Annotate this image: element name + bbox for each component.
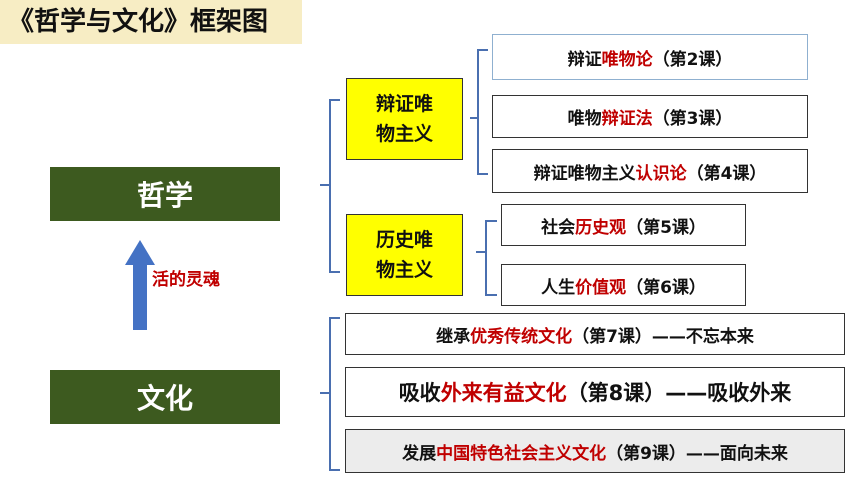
philosophy-bracket xyxy=(320,99,340,273)
dialectical-line2: 物主义 xyxy=(375,123,433,145)
lesson-box-4: 辩证唯物主义认识论（第4课） xyxy=(492,149,808,193)
lesson-box-2: 辩证唯物论（第2课） xyxy=(492,34,808,80)
lesson-7-red: 优秀传统文化 xyxy=(470,326,573,347)
lesson-2-post: （第2课） xyxy=(652,49,733,70)
lesson-4-post: （第4课） xyxy=(686,163,767,184)
culture-bracket xyxy=(320,317,340,471)
lesson-8-red: 外来有益文化 xyxy=(440,381,567,405)
lesson-8-pre: 吸收 xyxy=(398,381,441,405)
lesson-3-post: （第3课） xyxy=(652,109,733,129)
lesson-7-post: （第7课）——不忘本来 xyxy=(572,326,754,347)
lesson-8-post: （第8课）——吸收外来 xyxy=(566,381,792,405)
lesson-3-red: 辩证法 xyxy=(601,109,653,129)
historical-line1: 历史唯 xyxy=(375,229,433,251)
lesson-box-3: 唯物辩证法（第3课） xyxy=(492,95,808,138)
culture-box: 文化 xyxy=(50,370,280,424)
lesson-6-post: （第6课） xyxy=(626,277,706,298)
lesson-2-red: 唯物论 xyxy=(601,49,653,70)
lesson-box-8: 吸收外来有益文化（第8课）——吸收外来 xyxy=(345,367,845,417)
historical-bracket xyxy=(476,220,497,296)
lesson-box-6: 人生价值观（第6课） xyxy=(501,264,746,306)
lesson-5-post: （第5课） xyxy=(626,217,706,238)
lesson-6-red: 价值观 xyxy=(575,277,627,298)
lesson-5-red: 历史观 xyxy=(575,217,627,238)
lesson-2-pre: 辩证 xyxy=(567,49,602,70)
lesson-7-pre: 继承 xyxy=(436,326,471,347)
dialectical-bracket xyxy=(470,49,488,175)
lesson-9-post: （第9课）——面向未来 xyxy=(606,443,788,464)
dialectical-materialism-box: 辩证唯物主义 xyxy=(346,78,463,160)
lesson-box-5: 社会历史观（第5课） xyxy=(501,204,746,246)
lesson-4-red: 认识论 xyxy=(635,163,687,184)
arrow-label: 活的灵魂 xyxy=(152,270,220,290)
historical-line2: 物主义 xyxy=(375,259,433,281)
lesson-box-7: 继承优秀传统文化（第7课）——不忘本来 xyxy=(345,313,845,355)
lesson-box-9: 发展中国特色社会主义文化（第9课）——面向未来 xyxy=(345,429,845,473)
historical-materialism-box: 历史唯物主义 xyxy=(346,214,463,296)
up-arrow-icon xyxy=(125,240,155,330)
philosophy-box: 哲学 xyxy=(50,167,280,221)
lesson-5-pre: 社会 xyxy=(541,217,576,238)
lesson-6-pre: 人生 xyxy=(541,277,576,298)
dialectical-line1: 辩证唯 xyxy=(375,93,433,115)
lesson-3-pre: 唯物 xyxy=(567,109,602,129)
lesson-9-pre: 发展 xyxy=(402,443,437,464)
page-title: 《哲学与文化》框架图 xyxy=(0,0,302,44)
lesson-9-red: 中国特色社会主义文化 xyxy=(436,443,607,464)
lesson-4-pre: 辩证唯物主义 xyxy=(533,163,636,184)
